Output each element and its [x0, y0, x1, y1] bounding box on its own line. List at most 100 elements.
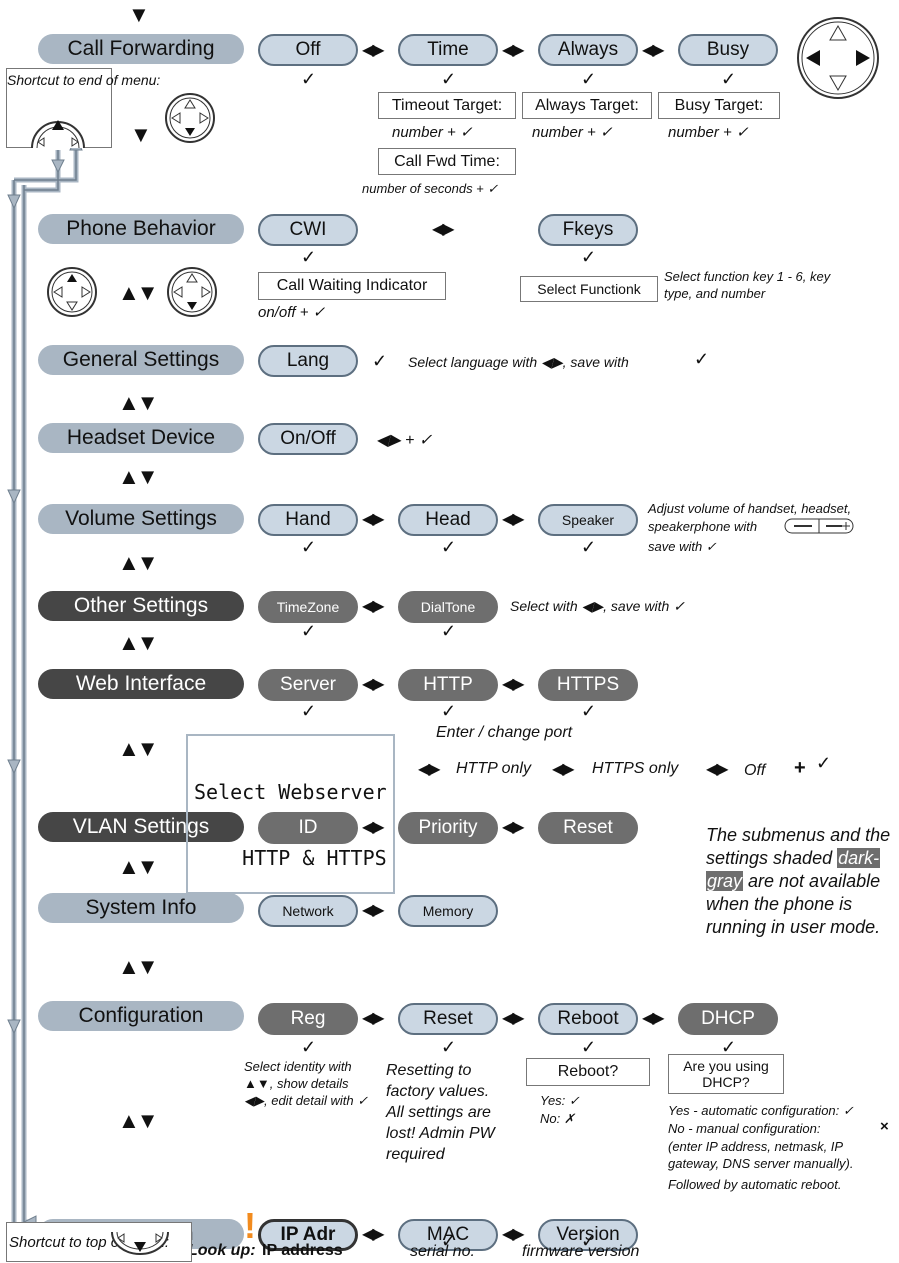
menu-configuration[interactable]: Configuration — [38, 1001, 244, 1031]
volume-note-line1: Adjust volume of handset, headset, — [648, 501, 852, 516]
option-memory[interactable]: Memory — [398, 895, 498, 927]
option-mac[interactable]: MAC — [398, 1219, 498, 1251]
port-note: Enter / change port — [436, 724, 573, 741]
note-part2: are not available when the phone is runn… — [706, 871, 881, 937]
left-right-arrows-icon: ◀▶ — [502, 819, 525, 836]
select-functionk-box: Select Functionk — [520, 276, 658, 302]
left-right-arrows-icon: ◀▶ — [502, 1010, 525, 1027]
up-down-arrows-icon: ▲▼ — [118, 630, 159, 655]
busy-target-box: Busy Target: — [658, 92, 780, 119]
always-target-box: Always Target: — [522, 92, 652, 119]
firmware-label: firmware version — [522, 1243, 640, 1260]
nav-pad-up-icon — [31, 120, 85, 149]
off-label: Off — [744, 762, 766, 779]
menu-phone-behavior[interactable]: Phone Behavior — [38, 214, 244, 244]
reboot-box: Reboot? — [526, 1058, 650, 1086]
option-dialtone[interactable]: DialTone — [398, 591, 498, 623]
menu-call-forwarding[interactable]: Call Forwarding — [38, 34, 244, 64]
left-right-arrows-icon: ◀▶ — [502, 42, 525, 59]
number-check-note: number + ✓ — [392, 124, 473, 141]
check-icon: ✓ — [441, 1037, 457, 1057]
exclamation-icon: ! — [244, 1205, 256, 1246]
left-right-arrows-icon: ◀▶ — [362, 1010, 385, 1027]
menu-system-info[interactable]: System Info — [38, 893, 244, 923]
note-highlight1: dark- — [837, 848, 881, 868]
option-off[interactable]: Off — [258, 34, 358, 66]
option-http[interactable]: HTTP — [398, 669, 498, 701]
option-reboot[interactable]: Reboot — [538, 1003, 638, 1035]
option-dhcp[interactable]: DHCP — [678, 1003, 778, 1035]
dhcp-reboot-note: Followed by automatic reboot. — [668, 1177, 842, 1192]
check-icon: ✓ — [694, 349, 710, 369]
ip-address-label: IP address — [262, 1242, 343, 1259]
timeout-target-box: Timeout Target: — [378, 92, 516, 119]
option-speaker[interactable]: Speaker — [538, 504, 638, 536]
left-right-arrows-icon: ◀▶ — [642, 42, 665, 59]
option-cwi[interactable]: CWI — [258, 214, 358, 246]
menu-vlan-settings[interactable]: VLAN Settings — [38, 812, 244, 842]
option-always[interactable]: Always — [538, 34, 638, 66]
down-arrow-icon: ▼ — [130, 122, 152, 147]
user-mode-note: The submenus and the settings shaded dar… — [706, 824, 899, 939]
volume-note-line3: save with ✓ — [648, 539, 717, 554]
note-highlight2: gray — [706, 871, 744, 891]
option-onoff[interactable]: On/Off — [258, 423, 358, 455]
check-icon: ✓ — [301, 1037, 317, 1057]
option-time[interactable]: Time — [398, 34, 498, 66]
nav-pad-down-icon — [167, 267, 217, 317]
option-reg[interactable]: Reg — [258, 1003, 358, 1035]
dhcp-no-note: No - manual configuration: — [668, 1121, 821, 1136]
option-fkeys[interactable]: Fkeys — [538, 214, 638, 246]
option-vlan-reset[interactable]: Reset — [538, 812, 638, 844]
option-head[interactable]: Head — [398, 504, 498, 536]
volume-note-line2: speakerphone with — [648, 519, 758, 534]
check-icon: ✓ — [721, 69, 737, 89]
option-server[interactable]: Server — [258, 669, 358, 701]
up-down-arrows-icon: ▲▼ — [118, 464, 159, 489]
check-icon: ✓ — [721, 1037, 737, 1057]
option-version[interactable]: Version — [538, 1219, 638, 1251]
check-icon: ✓ — [301, 621, 317, 641]
option-ip-adr[interactable]: IP Adr — [258, 1219, 358, 1251]
menu-volume-settings[interactable]: Volume Settings — [38, 504, 244, 534]
left-right-arrows-icon: ◀▶ — [706, 761, 729, 778]
option-lang[interactable]: Lang — [258, 345, 358, 377]
check-icon: ✓ — [441, 1231, 457, 1251]
dhcp-box-line2: DHCP? — [702, 1074, 750, 1090]
reg-note: Select identity with ▲▼, show details ◀▶… — [244, 1059, 369, 1108]
option-network[interactable]: Network — [258, 895, 358, 927]
option-hand[interactable]: Hand — [258, 504, 358, 536]
option-id[interactable]: ID — [258, 812, 358, 844]
up-down-arrows-icon: ▲▼ — [118, 1108, 159, 1133]
option-priority[interactable]: Priority — [398, 812, 498, 844]
volume-key-icon — [784, 518, 854, 534]
nav-pad-up-icon — [47, 267, 97, 317]
check-icon: ✓ — [581, 69, 597, 89]
check-icon: ✓ — [581, 1037, 597, 1057]
number-check-note: number + ✓ — [668, 124, 749, 141]
menu-other-settings[interactable]: Other Settings — [38, 591, 244, 621]
dhcp-box-line1: Are you using — [683, 1058, 769, 1074]
option-busy[interactable]: Busy — [678, 34, 778, 66]
option-https[interactable]: HTTPS — [538, 669, 638, 701]
up-down-arrows-icon: ▲▼ — [118, 390, 159, 415]
top-down-arrow-icon: ▼ — [128, 2, 150, 27]
lookup-label: Look up: — [188, 1242, 256, 1259]
left-right-arrows-icon: ◀▶ — [362, 1226, 385, 1243]
left-right-arrows-icon: ◀▶ — [362, 902, 385, 919]
shortcut-top-label: Shortcut to top of menu: — [9, 1233, 170, 1251]
option-timezone[interactable]: TimeZone — [258, 591, 358, 623]
check-icon: ✓ — [581, 537, 597, 557]
menu-web-interface[interactable]: Web Interface — [38, 669, 244, 699]
language-note: Select language with ◀▶, save with — [408, 354, 629, 370]
left-right-arrows-icon: ◀▶ — [362, 819, 385, 836]
left-right-arrows-icon: ◀▶ — [362, 42, 385, 59]
menu-general-settings[interactable]: General Settings — [38, 345, 244, 375]
up-down-arrows-icon: ▲▼ — [118, 736, 159, 761]
option-reset[interactable]: Reset — [398, 1003, 498, 1035]
menu-headset-device[interactable]: Headset Device — [38, 423, 244, 453]
check-icon: ✓ — [581, 247, 597, 267]
left-right-arrows-icon: ◀▶ — [432, 221, 455, 238]
navigation-pad-icon — [797, 17, 879, 99]
plus-label: + — [794, 757, 806, 779]
